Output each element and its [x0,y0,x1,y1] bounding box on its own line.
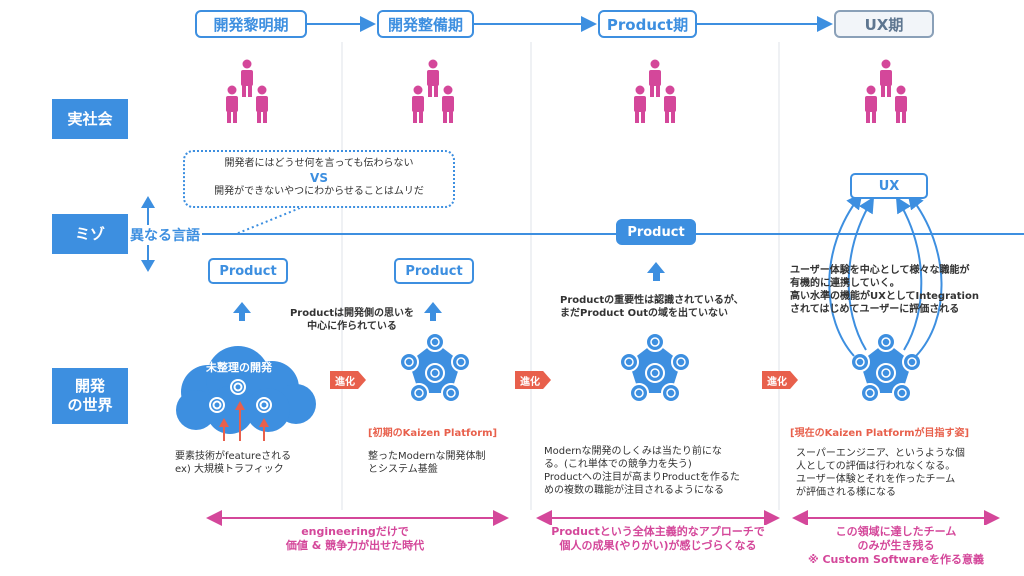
speech-bubble: 開発者にはどうせ何を言っても伝わらない VS 開発ができないやつにわからせること… [183,150,455,208]
phase-header: Product期 [598,10,697,38]
people-icon-3 [634,60,676,124]
caption-col4: スーパーエンジニア、というような個 人としての評価は行われなくなる。 ユーザー体… [796,448,965,498]
people-icon-1 [226,60,268,124]
bubble-vs: VS [310,171,328,185]
bubble-line1: 開発者にはどうせ何を言っても伝わらない [224,158,414,169]
people-icon-4 [865,60,907,124]
ux-box: UX [850,173,928,199]
product-box: Product [208,258,288,284]
language-label: 異なる言語 [128,225,202,245]
phase-header: UX期 [834,10,934,38]
bottom-text-2: Productという全体主義的なアプローチで 個人の成果(やりがい)が感じづらく… [528,525,788,553]
cloud-label: 未整理の開発 [206,361,272,374]
bottom-text-1: engineeringだけで 価値 & 競争力が出せた時代 [230,525,480,553]
phase-header: 開発整備期 [377,10,474,38]
caption-col1: 要素技術がfeatureされる ex) 大規模トラフィック [175,451,292,475]
product-box-mizo: Product [616,219,696,245]
row-label-dev-world: 開発 の世界 [52,368,128,424]
evolution-arrow: 進化 [515,371,551,389]
row-label-mizo: ミゾ [52,214,128,254]
people-icon-2 [412,60,454,124]
phase-header: 開発黎明期 [195,10,307,38]
caption-col2-title: [初期のKaizen Platform] [368,428,498,439]
note-product-made: Productは開発側の思いを 中心に作られている [289,308,415,332]
bubble-line2: 開発ができないやつにわからせることはムリだ [214,186,424,197]
note-ux-cooperation: ユーザー体験を中心として様々な職能が 有機的に連携していく。 高い水準の機能がU… [790,265,979,315]
note-product-recognized: Productの重要性は認識されているが、 まだProduct Outの域を出て… [560,295,744,319]
evolution-arrow: 進化 [762,371,798,389]
caption-col4-title: [現在のKaizen Platformが目指す姿] [790,428,970,439]
row-label-society: 実社会 [52,99,128,139]
bottom-text-3: この領域に達したチーム のみが生き残る ※ Custom Softwareを作る… [796,525,996,567]
caption-col3: Modernな開発のしくみは当たり前にな る。(これ単体での競争力を失う) Pr… [544,446,740,496]
product-box: Product [394,258,474,284]
network-col2 [399,332,471,403]
caption-col2: 整ったModernな開発体制 とシステム基盤 [368,451,486,475]
evolution-arrow: 進化 [330,371,366,389]
